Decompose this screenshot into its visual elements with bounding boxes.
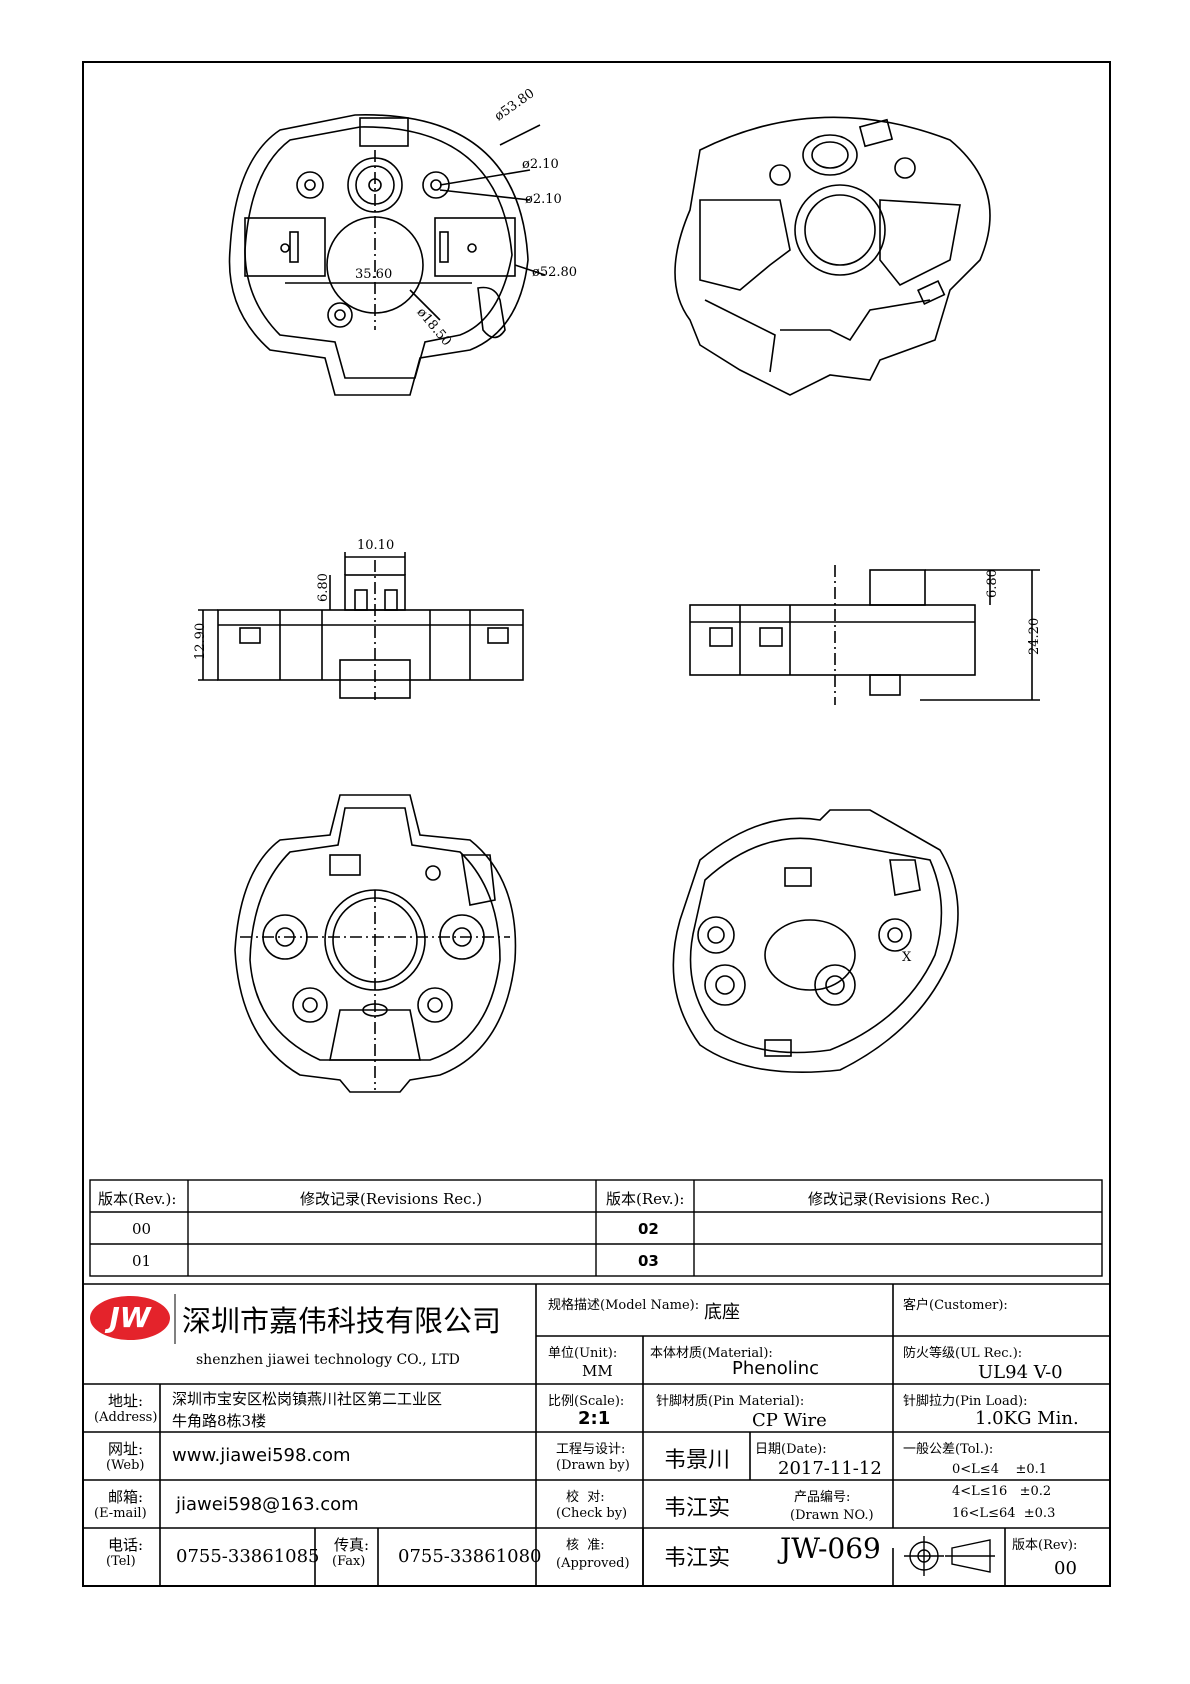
model-label: 规格描述(Model Name):	[548, 1298, 700, 1313]
iso-bottom-view	[672, 809, 959, 1074]
model-value: 底座	[704, 1302, 740, 1323]
iso-top-view	[674, 116, 991, 396]
dim-height-24-20: 24.20	[1027, 617, 1042, 655]
axis-x-mark: X	[902, 950, 912, 965]
web-address[interactable]: www.jiawei598.com	[172, 1445, 351, 1466]
scale-value: 2:1	[578, 1408, 611, 1429]
dim-diameter-2-10-a: ø2.10	[522, 157, 559, 172]
fax-label: 传真:	[334, 1536, 370, 1554]
tel-label-en: (Tel)	[106, 1554, 136, 1569]
dim-width-10-10: 10.10	[357, 538, 395, 553]
dim-height-6-80-b: 6.80	[985, 569, 1000, 598]
material-label: 本体材质(Material):	[650, 1346, 773, 1361]
drawn-no-label: 产品编号:	[794, 1490, 851, 1505]
tolerance-row-2: 4<L≤16 ±0.2	[952, 1484, 1052, 1499]
tel-label: 电话:	[108, 1536, 144, 1554]
company-logo: JW	[90, 1296, 170, 1340]
date-label: 日期(Date):	[755, 1442, 827, 1457]
pin-load-value: 1.0KG Min.	[975, 1408, 1079, 1429]
end-view	[689, 565, 1040, 705]
rec-header-1: 修改记录(Revisions Rec.)	[300, 1190, 483, 1208]
web-label-en: (Web)	[106, 1458, 145, 1473]
tolerance-label: 一般公差(Tol.):	[903, 1442, 994, 1457]
approved-label: 核 准:	[566, 1538, 605, 1553]
drawing-frame	[82, 61, 1111, 1587]
check-by-label-en: (Check by)	[556, 1506, 628, 1521]
rev-row-00: 00	[132, 1220, 152, 1238]
dim-diameter-52-80: ø52.80	[532, 265, 578, 280]
tolerance-row-3: 16<L≤64 ±0.3	[952, 1506, 1056, 1521]
side-view	[198, 552, 524, 700]
email-label: 邮箱:	[108, 1488, 144, 1506]
drawn-by-value: 韦景川	[664, 1448, 731, 1473]
dim-diameter-2-10-b: ø2.10	[525, 192, 562, 207]
fax-number: 0755-33861080	[398, 1546, 542, 1567]
date-value: 2017-11-12	[778, 1458, 882, 1479]
drawn-by-label-en: (Drawn by)	[556, 1458, 630, 1473]
address-line-1: 深圳市宝安区松岗镇燕川社区第二工业区	[172, 1390, 443, 1408]
dim-height-6-80-a: 6.80	[316, 573, 331, 602]
ul-value: UL94 V-0	[978, 1362, 1063, 1383]
revisions-table-lines	[89, 1179, 1103, 1277]
approved-label-en: (Approved)	[556, 1556, 630, 1571]
check-by-label: 校 对:	[566, 1490, 605, 1505]
revision-value: 00	[1054, 1558, 1077, 1579]
rev-row-03: 03	[638, 1252, 659, 1270]
customer-label: 客户(Customer):	[903, 1298, 1008, 1313]
web-label: 网址:	[108, 1440, 144, 1458]
tolerance-row-1: 0<L≤4 ±0.1	[952, 1462, 1048, 1477]
bottom-view	[234, 794, 517, 1093]
dim-width-35-60: 35.60	[355, 267, 393, 282]
address-line-2: 牛角路8栋3楼	[172, 1412, 267, 1430]
email-address[interactable]: jiawei598@163.com	[176, 1494, 359, 1515]
rev-row-01: 01	[132, 1252, 152, 1270]
unit-label: 单位(Unit):	[548, 1346, 618, 1361]
pin-material-value: CP Wire	[752, 1410, 827, 1431]
pin-load-label: 针脚拉力(Pin Load):	[903, 1394, 1028, 1409]
fax-label-en: (Fax)	[332, 1554, 366, 1569]
rec-header-2: 修改记录(Revisions Rec.)	[808, 1190, 991, 1208]
scale-label: 比例(Scale):	[548, 1394, 625, 1409]
company-name-en: shenzhen jiawei technology CO., LTD	[196, 1352, 460, 1368]
material-value: Phenolinc	[732, 1358, 820, 1379]
rev-header-2: 版本(Rev.):	[606, 1190, 685, 1208]
pin-material-label: 针脚材质(Pin Material):	[656, 1394, 805, 1409]
dim-height-12-90: 12.90	[193, 622, 208, 660]
tel-number: 0755-33861085	[176, 1546, 320, 1567]
drawn-by-label: 工程与设计:	[556, 1442, 626, 1457]
revision-label: 版本(Rev):	[1012, 1538, 1078, 1553]
approved-value: 韦江实	[664, 1546, 731, 1571]
check-by-value: 韦江实	[664, 1496, 731, 1521]
title-block-lines	[82, 1283, 1111, 1587]
email-label-en: (E-mail)	[94, 1506, 147, 1521]
drawing-number: JW-069	[780, 1532, 881, 1565]
address-label: 地址:	[108, 1392, 144, 1410]
address-label-en: (Address)	[94, 1410, 158, 1425]
top-view	[228, 114, 546, 396]
unit-value: MM	[582, 1362, 613, 1380]
company-name-cn: 深圳市嘉伟科技有限公司	[182, 1304, 502, 1338]
projection-symbol-icon	[904, 1536, 995, 1576]
rev-row-02: 02	[638, 1220, 659, 1238]
drawn-no-label-en: (Drawn NO.)	[790, 1508, 874, 1523]
ul-label: 防火等级(UL Rec.):	[903, 1346, 1023, 1361]
rev-header-1: 版本(Rev.):	[98, 1190, 177, 1208]
